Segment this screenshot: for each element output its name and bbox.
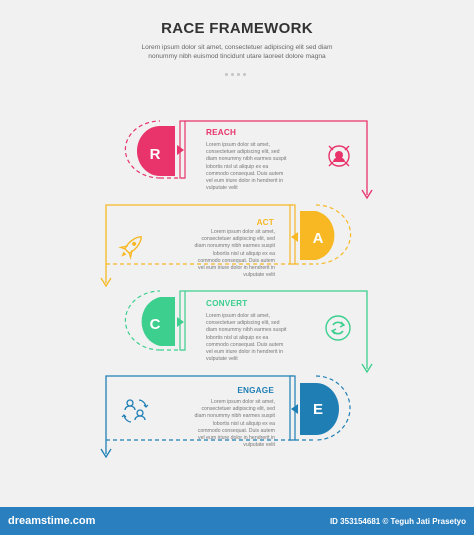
engage-circle-shape xyxy=(300,383,339,435)
rocket-icon xyxy=(118,236,142,260)
reach-description: Lorem ipsum dolor sit amet, consectetuer… xyxy=(206,142,287,192)
people-exchange-icon xyxy=(121,399,149,423)
act-frame xyxy=(105,204,293,283)
reach-letter: R xyxy=(149,146,161,163)
engage-arrow xyxy=(100,448,112,459)
act-letter: A xyxy=(312,230,324,247)
footer-brand: dreamstime.com xyxy=(8,515,96,527)
convert-circle-shape xyxy=(141,297,175,346)
footer-credit: ID 353154681 © Teguh Jati Prasetyo xyxy=(329,517,466,526)
engage-capsule-dashed xyxy=(315,375,351,441)
engage-frame xyxy=(105,375,293,454)
reach-frame xyxy=(185,120,368,195)
step-engage xyxy=(100,375,351,459)
reach-label: REACH xyxy=(206,128,237,137)
act-circle-shape xyxy=(300,211,335,260)
convert-label: CONVERT xyxy=(206,299,248,308)
convert-arrow xyxy=(361,363,373,374)
act-pointer xyxy=(291,232,298,242)
watermark-footer: dreamstime.com ID 353154681 © Teguh Jati… xyxy=(0,507,474,535)
reach-pointer xyxy=(177,145,184,155)
convert-capsule-dashed xyxy=(124,290,161,351)
step-convert xyxy=(124,290,373,374)
act-divider xyxy=(289,204,296,265)
act-description: Lorem ipsum dolor sit amet, consectetuer… xyxy=(194,229,275,279)
refresh-cycle-icon xyxy=(325,315,351,341)
engage-pointer xyxy=(291,404,298,414)
reach-capsule-dashed xyxy=(124,120,161,179)
engage-description: Lorem ipsum dolor sit amet, consectetuer… xyxy=(194,399,275,449)
convert-frame xyxy=(185,290,368,369)
engage-label: ENGAGE xyxy=(237,386,274,395)
convert-pointer xyxy=(177,317,184,327)
convert-description: Lorem ipsum dolor sit amet, consectetuer… xyxy=(206,313,287,363)
reach-circle-shape xyxy=(137,126,175,176)
reach-arrow xyxy=(361,189,373,200)
page-subtitle: Lorem ipsum dolor sit amet, consectetuer… xyxy=(141,44,333,60)
act-arrow xyxy=(100,277,112,288)
convert-letter: C xyxy=(149,316,161,333)
page-title: RACE FRAMEWORK xyxy=(161,20,313,37)
act-capsule-dashed xyxy=(315,204,352,265)
step-act xyxy=(100,204,352,288)
divider-dots xyxy=(225,73,246,76)
engage-letter: E xyxy=(312,401,323,418)
act-label: ACT xyxy=(256,218,274,227)
target-user-icon xyxy=(328,145,350,167)
step-reach xyxy=(124,120,373,200)
